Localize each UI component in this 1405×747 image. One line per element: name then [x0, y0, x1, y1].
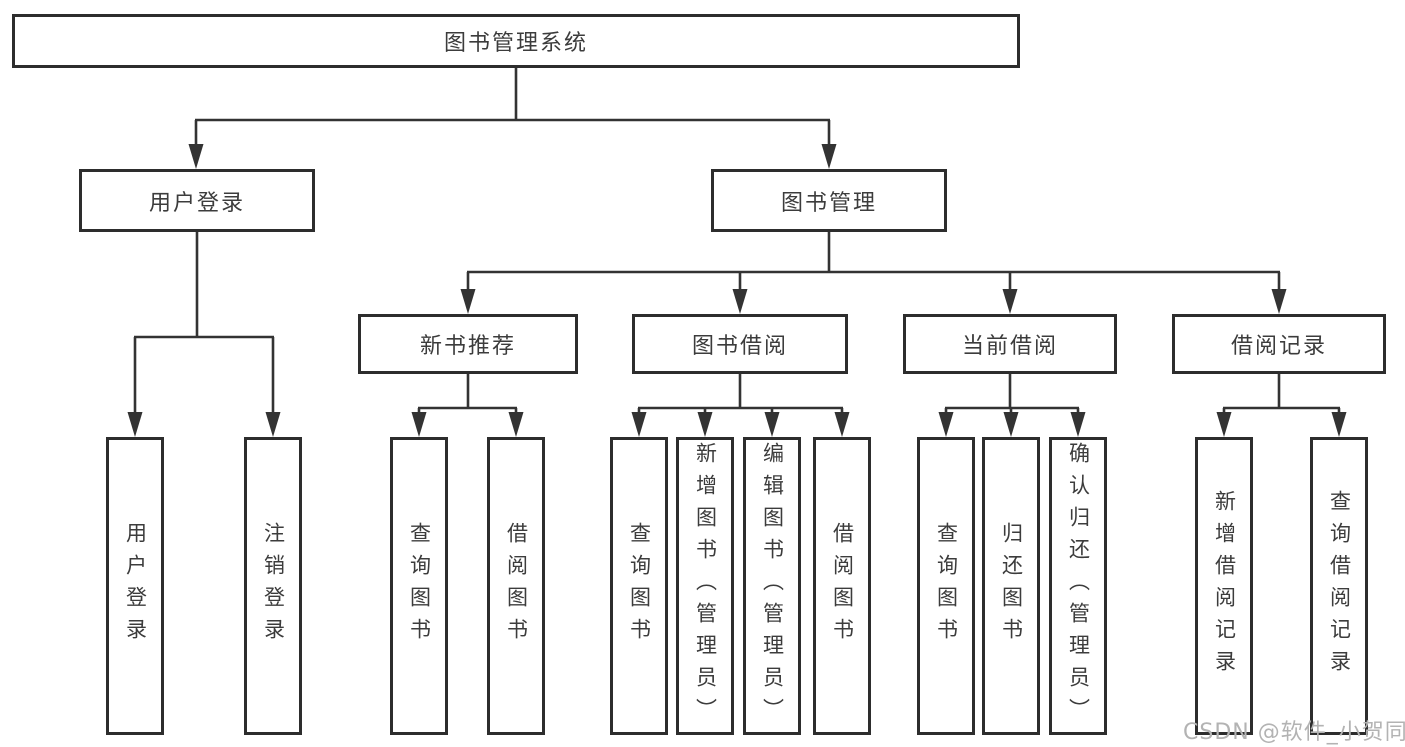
- arrowhead-down-icon: [1331, 412, 1347, 437]
- arrowhead-down-icon: [188, 144, 204, 169]
- arrowhead-down-icon: [1003, 412, 1019, 437]
- node-new-book-recommend: 新书推荐: [358, 314, 578, 374]
- arrowhead-down-icon: [508, 412, 524, 437]
- leaf-label: 查询借阅记录: [1327, 490, 1352, 682]
- leaf-label: 注销登录: [261, 522, 286, 650]
- node-leaf-confirm-return-admin: 确认归还（管理员）: [1049, 437, 1107, 735]
- node-leaf-query-books-borrow: 查询图书: [610, 437, 668, 735]
- leaf-label: 用户登录: [123, 522, 148, 650]
- leaf-label: 查询图书: [407, 522, 432, 650]
- csdn-watermark: CSDN @软件_小贺同学: [1183, 720, 1405, 745]
- leaf-label: 新增借阅记录: [1212, 490, 1237, 682]
- arrowhead-down-icon: [1070, 412, 1086, 437]
- leaf-label: 确认归还（管理员）: [1066, 442, 1091, 730]
- arrowhead-down-icon: [411, 412, 427, 437]
- leaf-label: 借阅图书: [830, 522, 855, 650]
- node-book-management-branch: 图书管理: [711, 169, 947, 232]
- leaf-label: 借阅图书: [504, 522, 529, 650]
- connector-current-borrow-to-leaves: [938, 374, 1086, 437]
- node-leaf-add-books-admin: 新增图书（管理员）: [676, 437, 734, 735]
- arrowhead-down-icon: [834, 412, 850, 437]
- node-library-management-system: 图书管理系统: [12, 14, 1020, 68]
- arrowhead-down-icon: [460, 289, 476, 314]
- arrowhead-down-icon: [821, 144, 837, 169]
- arrowhead-down-icon: [764, 412, 780, 437]
- connector-new-book-recommend-to-leaves: [411, 374, 524, 437]
- node-leaf-add-borrow-record: 新增借阅记录: [1195, 437, 1253, 735]
- node-leaf-return-books: 归还图书: [982, 437, 1040, 735]
- node-leaf-query-books-recommend: 查询图书: [390, 437, 448, 735]
- arrowhead-down-icon: [1271, 289, 1287, 314]
- leaf-label: 新增图书（管理员）: [693, 442, 718, 730]
- arrowhead-down-icon: [1002, 289, 1018, 314]
- arrowhead-down-icon: [697, 412, 713, 437]
- arrowhead-down-icon: [631, 412, 647, 437]
- node-leaf-logout: 注销登录: [244, 437, 302, 735]
- node-leaf-borrow-books-recommend: 借阅图书: [487, 437, 545, 735]
- node-leaf-query-books-current: 查询图书: [917, 437, 975, 735]
- connector-user-login-to-leaves: [127, 232, 281, 437]
- node-current-borrow: 当前借阅: [903, 314, 1117, 374]
- leaf-label: 编辑图书（管理员）: [760, 442, 785, 730]
- arrowhead-down-icon: [1216, 412, 1232, 437]
- node-borrow-record: 借阅记录: [1172, 314, 1386, 374]
- node-book-borrow: 图书借阅: [632, 314, 848, 374]
- arrowhead-down-icon: [127, 412, 143, 437]
- connector-book-borrow-to-leaves: [631, 374, 850, 437]
- node-leaf-user-login: 用户登录: [106, 437, 164, 735]
- connector-borrow-record-to-leaves: [1216, 374, 1347, 437]
- arrowhead-down-icon: [265, 412, 281, 437]
- leaf-label: 查询图书: [627, 522, 652, 650]
- arrowhead-down-icon: [938, 412, 954, 437]
- node-leaf-edit-books-admin: 编辑图书（管理员）: [743, 437, 801, 735]
- arrowhead-down-icon: [732, 289, 748, 314]
- connector-book-management-to-level3: [460, 232, 1287, 314]
- leaf-label: 归还图书: [999, 522, 1024, 650]
- leaf-label: 查询图书: [934, 522, 959, 650]
- node-leaf-query-borrow-record: 查询借阅记录: [1310, 437, 1368, 735]
- node-user-login-branch: 用户登录: [79, 169, 315, 232]
- connector-root-to-level2: [188, 68, 837, 169]
- node-leaf-borrow-books: 借阅图书: [813, 437, 871, 735]
